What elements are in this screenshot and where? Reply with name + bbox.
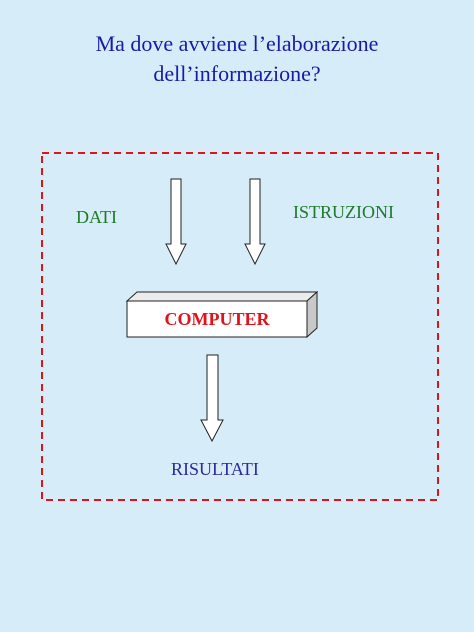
istruzioni-arrow [244, 178, 266, 266]
computer-box [125, 290, 319, 339]
title-line-1: Ma dove avviene l’elaborazione [95, 31, 379, 56]
computer-label: COMPUTER [164, 309, 270, 329]
title-line-2: dell’informazione? [153, 61, 321, 86]
dati-label: DATI [76, 207, 117, 227]
page-title: Ma dove avviene l’elaborazione dell’info… [0, 29, 474, 89]
dati-arrow [165, 178, 187, 266]
dashed-frame [41, 152, 439, 501]
risultati-label: RISULTATI [171, 459, 259, 479]
istruzioni-label: ISTRUZIONI [293, 202, 394, 222]
risultati-arrow [200, 354, 224, 443]
